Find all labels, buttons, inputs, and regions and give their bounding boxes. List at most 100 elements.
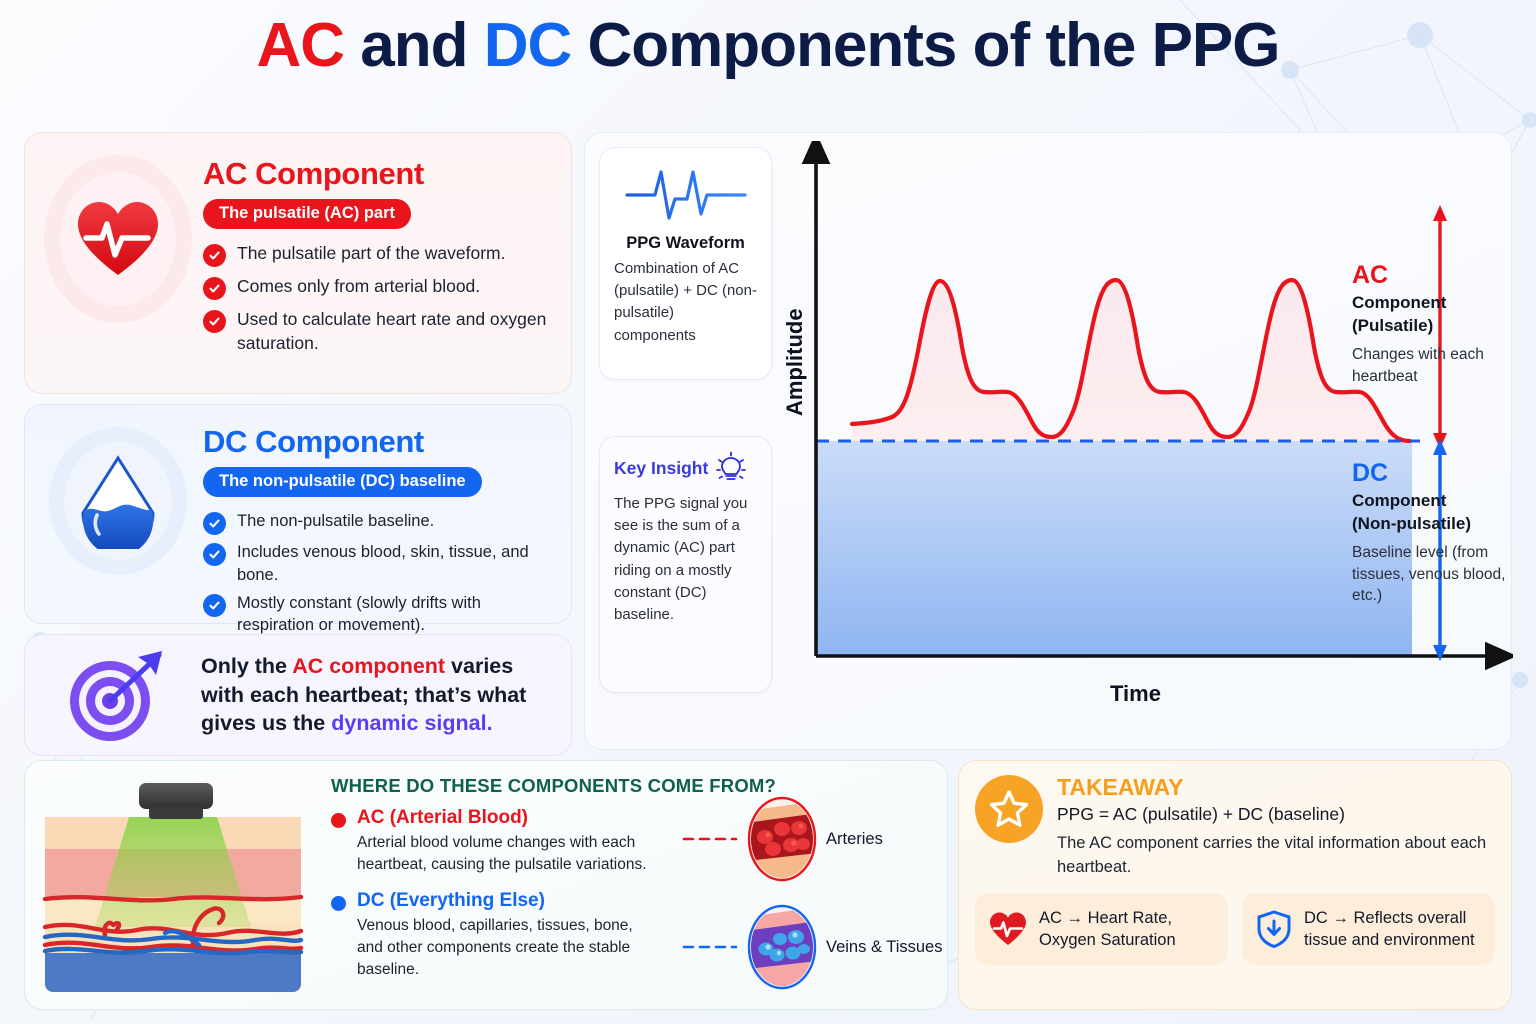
ac-varies-note-card: Only the AC component varies with each h… <box>24 634 572 756</box>
skin-cross-section-sensor-icon <box>42 783 304 992</box>
dc-heading: DC Component <box>203 424 424 459</box>
blue-dot-icon <box>331 895 346 911</box>
list-item-text: Comes only from arterial blood. <box>237 276 481 297</box>
dc-annotation: DC Component (Non-pulsatile) Baseline le… <box>1352 459 1532 607</box>
ac-pill: The pulsatile (AC) part <box>203 199 412 230</box>
chip-dc-line2: tissue and environment <box>1304 931 1475 950</box>
ac-annotation: AC Component (Pulsatile) Changes with ea… <box>1352 261 1530 387</box>
star-badge-icon <box>975 775 1043 843</box>
takeaway-title: TAKEAWAY <box>1057 774 1184 800</box>
note-line2: with each heartbeat; that’s what <box>201 682 527 707</box>
dc-pill: The non-pulsatile (DC) baseline <box>203 467 482 498</box>
dc-annotation-sub2: (Non-pulsatile) <box>1352 514 1471 534</box>
title-rest: Components of the PPG <box>571 11 1281 80</box>
list-item-text: The pulsatile part of the waveform. <box>237 243 506 264</box>
check-icon <box>203 593 226 617</box>
ac-card-icon-wrap <box>43 149 193 329</box>
note-line3b: dynamic signal. <box>331 711 493 736</box>
takeaway-chip-ac-text: AC → Heart Rate, Oxygen Saturation <box>1039 907 1176 952</box>
key-insight-header: Key Insight <box>614 451 757 485</box>
takeaway-chip-dc: DC → Reflects overall tissue and environ… <box>1242 893 1495 966</box>
list-item: Comes only from arterial blood. <box>203 275 553 301</box>
takeaway-chip-ac: AC → Heart Rate, Oxygen Saturation <box>975 893 1228 966</box>
check-icon <box>203 277 226 301</box>
vessel-row-arteries: Arteries <box>682 795 947 883</box>
ppg-card-title: PPG Waveform <box>626 234 745 252</box>
dc-annotation-sub1: Component <box>1352 490 1447 510</box>
takeaway-equation: PPG = AC (pulsatile) + DC (baseline) <box>1057 804 1345 825</box>
origin-dc-heading: DC (Everything Else) <box>357 889 545 911</box>
vessel-label-veins: Veins & Tissues <box>826 937 943 956</box>
left-column: AC Component The pulsatile (AC) part The… <box>24 132 572 756</box>
ac-annotation-sub1: Component <box>1352 292 1447 312</box>
list-item-text: Used to calculate heart rate and oxygen … <box>237 309 547 354</box>
key-insight-card: Key Insight The PPG signal you see is th… <box>599 436 772 693</box>
ac-bullet-list: The pulsatile part of the waveform. Come… <box>203 242 553 355</box>
dc-bullet-list: The non-pulsatile baseline. Includes ven… <box>203 510 553 636</box>
origins-panel: WHERE DO THESE COMPONENTS COME FROM? AC … <box>24 760 948 1010</box>
lightbulb-icon <box>716 451 747 480</box>
dc-annotation-label: DC <box>1352 459 1389 487</box>
dc-card-icon-wrap <box>43 421 193 581</box>
title-dc: DC <box>483 11 573 80</box>
chip-ac-line2: Oxygen Saturation <box>1039 931 1176 950</box>
ppg-plot-svg: Amplitude Time <box>782 141 1513 706</box>
takeaway-panel: TAKEAWAY PPG = AC (pulsatile) + DC (base… <box>958 760 1512 1010</box>
origin-dc-text: Venous blood, capillaries, tissues, bone… <box>357 916 633 978</box>
check-icon <box>203 543 226 567</box>
dc-annotation-desc: Baseline level (from tissues, venous blo… <box>1352 544 1506 605</box>
list-item: The pulsatile part of the waveform. <box>203 242 553 268</box>
note-line1b: AC component <box>292 653 446 678</box>
vessel-legend: Arteries <box>682 795 947 1011</box>
origin-item-ac: AC (Arterial Blood) Arterial blood volum… <box>331 807 931 876</box>
origin-ac-text: Arterial blood volume changes with each … <box>357 833 647 873</box>
shield-down-icon <box>1257 910 1291 949</box>
chip-dc-line1: DC → Reflects overall <box>1304 908 1467 927</box>
origin-item-dc: DC (Everything Else) Venous blood, capil… <box>331 890 931 981</box>
dashed-red-connector-icon <box>682 837 738 841</box>
water-drop-icon <box>81 455 155 549</box>
target-dart-icon <box>70 651 162 741</box>
vein-cross-section-icon <box>747 904 817 990</box>
heart-pulse-icon <box>78 202 158 275</box>
chart-panel: PPG Waveform Combination of AC (pulsatil… <box>584 132 1513 750</box>
note-line1c: varies <box>445 653 514 678</box>
y-axis-label: Amplitude <box>782 308 807 416</box>
ac-component-card: AC Component The pulsatile (AC) part The… <box>24 132 572 394</box>
takeaway-text: The AC component carries the vital infor… <box>1057 834 1487 876</box>
origins-body: WHERE DO THESE COMPONENTS COME FROM? AC … <box>325 761 947 1009</box>
title-ac: AC <box>256 11 345 80</box>
note-line3a: gives us the <box>201 711 332 736</box>
title-and: and <box>344 11 484 80</box>
key-insight-text: The PPG signal you see is the sum of a d… <box>614 495 748 623</box>
red-dot-icon <box>331 813 346 828</box>
check-icon <box>203 512 226 536</box>
ac-annotation-desc: Changes with each heartbeat <box>1352 346 1484 385</box>
page-title: AC and DC Components of the PPG <box>0 0 1536 80</box>
dashed-blue-connector-icon <box>682 945 738 949</box>
origins-title: WHERE DO THESE COMPONENTS COME FROM? <box>331 775 777 796</box>
ecg-waveform-icon <box>624 170 747 220</box>
ac-heading: AC Component <box>203 156 424 191</box>
list-item: Includes venous blood, skin, tissue, and… <box>203 541 553 586</box>
dc-component-card: DC Component The non-pulsatile (DC) base… <box>24 404 572 634</box>
artery-cross-section-icon <box>747 796 817 882</box>
list-item: Used to calculate heart rate and oxygen … <box>203 308 553 355</box>
chip-ac-line1: AC → Heart Rate, <box>1039 908 1172 927</box>
note-line1a: Only the <box>201 653 293 678</box>
list-item-text: Includes venous blood, skin, tissue, and… <box>237 543 529 584</box>
list-item-text: The non-pulsatile baseline. <box>237 512 435 531</box>
note-text: Only the AC component varies with each h… <box>201 652 526 738</box>
dc-area <box>816 441 1412 656</box>
ppg-waveform-card: PPG Waveform Combination of AC (pulsatil… <box>599 147 772 380</box>
takeaway-chips: AC → Heart Rate, Oxygen Saturation DC → … <box>975 893 1495 966</box>
ppg-plot: Amplitude Time <box>780 141 1513 743</box>
takeaway-chip-dc-text: DC → Reflects overall tissue and environ… <box>1304 907 1475 952</box>
origin-ac-heading: AC (Arterial Blood) <box>357 807 528 828</box>
list-item: The non-pulsatile baseline. <box>203 510 553 536</box>
list-item-text: Mostly constant (slowly drifts with resp… <box>237 593 481 635</box>
check-icon <box>203 310 226 334</box>
ac-annotation-sub2: (Pulsatile) <box>1352 316 1434 336</box>
check-icon <box>203 244 226 268</box>
